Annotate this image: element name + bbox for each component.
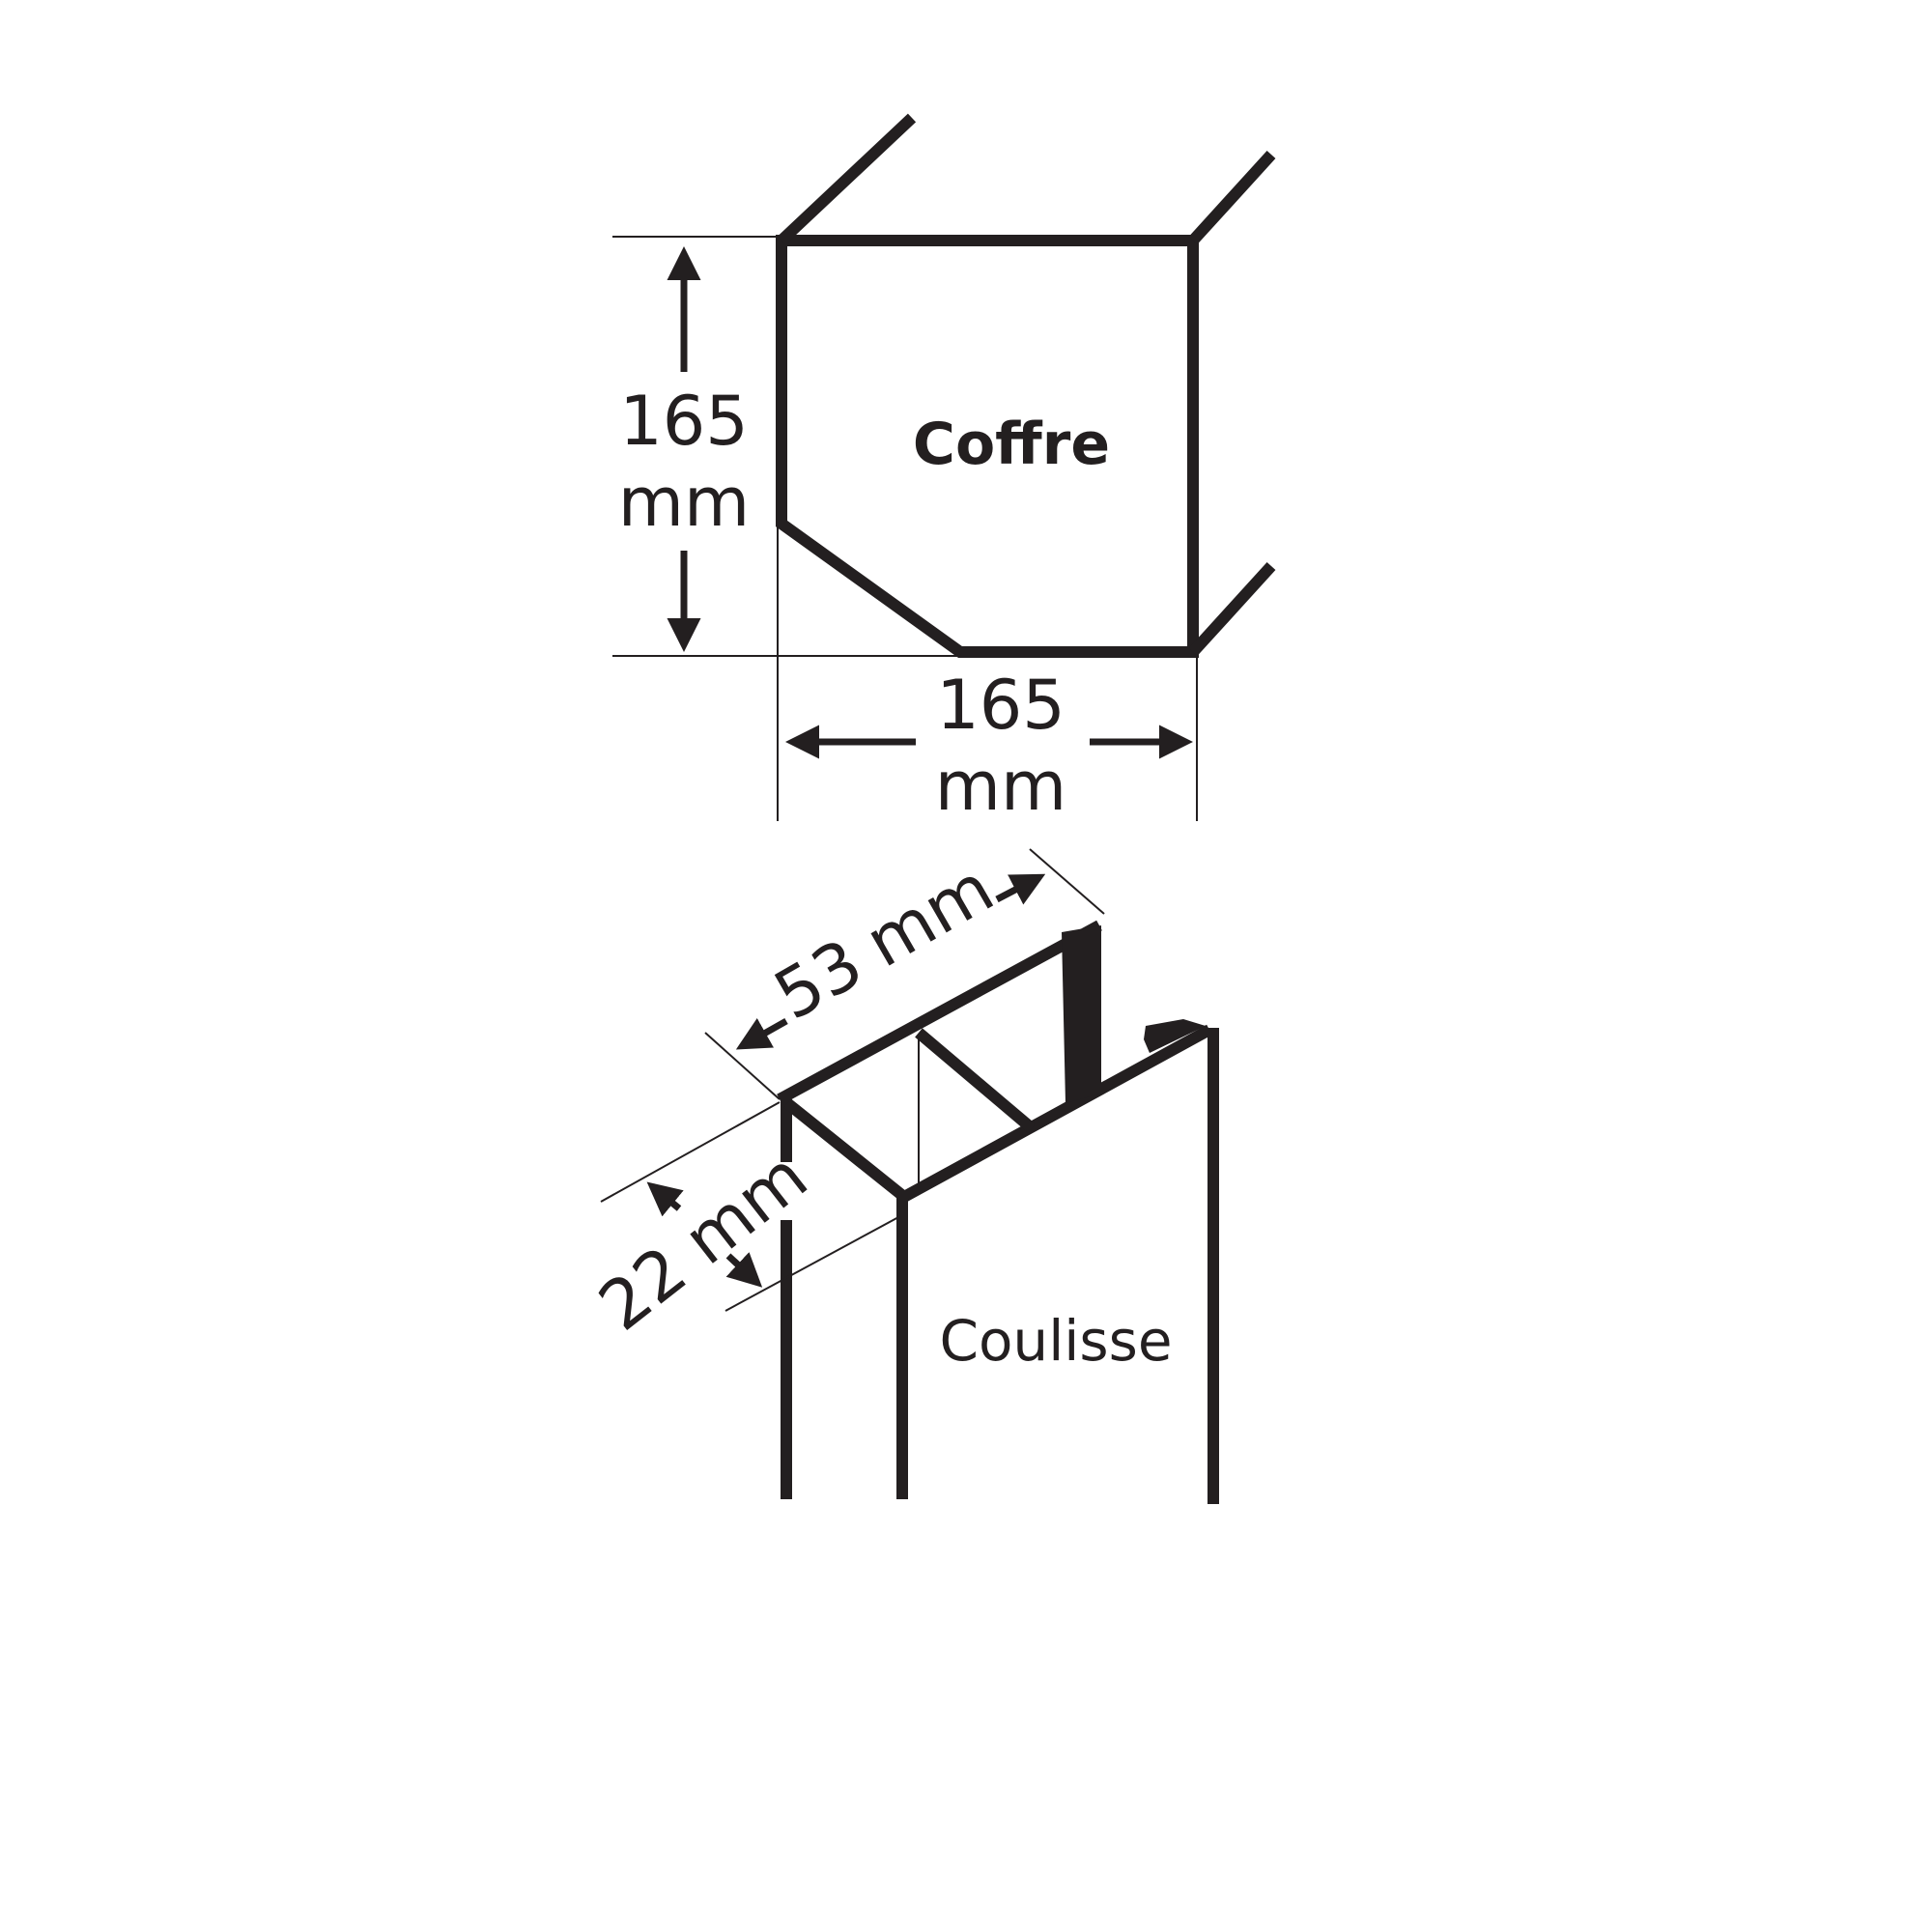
- extension-line-53-right: [1029, 848, 1105, 915]
- coffre-depth-edge-top-left: [777, 113, 917, 245]
- coulisse-width-unit: mm: [853, 848, 1007, 982]
- coffre-height-unit: mm: [618, 463, 750, 542]
- rail-lip: [1062, 925, 1101, 1103]
- coffre-width-unit: mm: [935, 747, 1066, 826]
- extension-line-53-left: [704, 1032, 781, 1100]
- coffre-profile: [776, 235, 1199, 658]
- coffre-height-value: 165: [619, 382, 749, 461]
- rail-tab: [1144, 1019, 1206, 1053]
- depth22-arrow-up: [646, 1181, 684, 1217]
- width53-arrow-left: [735, 1017, 788, 1050]
- depth22-arrow-down: [725, 1252, 763, 1288]
- coulisse-label: Coulisse: [939, 1308, 1172, 1374]
- coffre-depth-edge-bottom-right: [1188, 561, 1276, 657]
- coulisse-width-value: 53: [761, 923, 875, 1036]
- extension-line-22-bottom: [724, 1215, 901, 1312]
- width53-arrow-right: [995, 873, 1046, 905]
- rail-top-front-edge: [777, 920, 1102, 1105]
- coulisse-width-label: 53mm: [761, 848, 1007, 1036]
- rail-inner-diagonal: [915, 1028, 1036, 1133]
- coffre-label: Coffre: [913, 411, 1110, 478]
- extension-line-22-top: [600, 1101, 781, 1203]
- coffre-depth-edge-top-right: [1188, 150, 1276, 245]
- coffre-width-value: 165: [936, 666, 1065, 745]
- coffre-drawing: 165 mm 165 mm Coffre: [612, 113, 1276, 826]
- coulisse-drawing: 53mm 22 mm Coulisse: [584, 848, 1219, 1504]
